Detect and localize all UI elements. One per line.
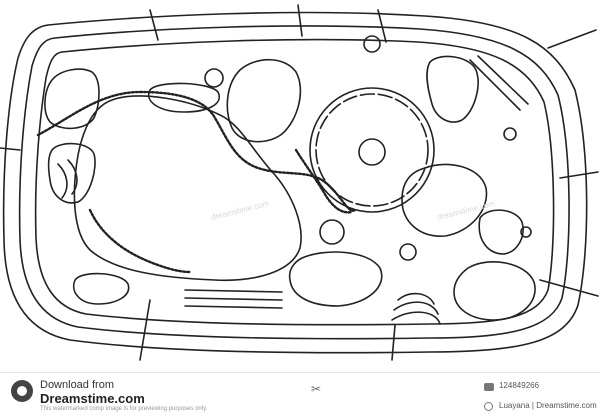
vesicle <box>520 226 532 238</box>
mitochondrion <box>47 142 96 204</box>
wall-line <box>297 4 303 37</box>
vesicle <box>363 35 381 53</box>
vesicle <box>503 127 517 141</box>
central-vacuole <box>73 95 302 282</box>
download-label: Download from <box>40 379 114 391</box>
wall-line <box>377 9 387 43</box>
wall-line <box>139 299 151 361</box>
small-vacuole <box>401 163 488 237</box>
microfilament <box>184 297 283 301</box>
nucleolus <box>358 138 386 166</box>
scissors-icon: ✂ <box>311 382 322 396</box>
microfilament <box>184 289 283 293</box>
rough-er <box>36 90 357 212</box>
chloroplast <box>453 261 536 321</box>
image-credit: Luayana | Dreamstime.com <box>499 401 597 410</box>
mitochondrion <box>478 209 524 255</box>
vesicle <box>399 243 417 261</box>
cell-wall-inner <box>18 25 570 340</box>
microfilament <box>184 305 283 309</box>
copyright-icon <box>484 402 493 411</box>
wall-line <box>547 29 597 49</box>
plant-cell-diagram: dreamstime.com dreamstime.com <box>0 4 599 361</box>
site-name-link[interactable]: Dreamstime.com <box>40 391 145 406</box>
wall-line <box>149 9 159 41</box>
golgi-apparatus <box>393 301 439 315</box>
golgi-apparatus <box>57 163 68 199</box>
vesicle <box>204 68 224 88</box>
footer-bar: Download from Dreamstime.com This waterm… <box>0 372 600 419</box>
nucleus <box>309 87 435 213</box>
nuclear-envelope-inner <box>315 93 429 207</box>
golgi-apparatus <box>397 292 435 305</box>
wall-line <box>559 171 599 179</box>
chloroplast <box>44 68 100 130</box>
mitochondrion <box>73 272 130 305</box>
wall-line <box>0 147 21 151</box>
cell-wall-outer <box>2 11 588 354</box>
rough-er <box>294 148 354 214</box>
watermark-text: dreamstime.com <box>436 199 496 222</box>
mitochondrion <box>426 55 479 123</box>
image-id-icon <box>484 383 494 391</box>
microfilament <box>469 59 521 111</box>
golgi-apparatus <box>391 311 441 325</box>
rough-er <box>88 208 192 274</box>
mitochondrion <box>147 82 221 113</box>
chloroplast <box>226 59 302 143</box>
golgi-apparatus <box>67 159 78 195</box>
watermark-note: This watermarked comp image is for previ… <box>40 406 208 412</box>
vesicle <box>319 219 345 245</box>
wall-line <box>391 324 396 361</box>
watermark-text: dreamstime.com <box>210 199 270 222</box>
chloroplast <box>288 251 383 307</box>
dreamstime-logo-icon <box>11 380 33 402</box>
microfilament <box>477 55 529 105</box>
image-id: 124849266 <box>499 381 540 390</box>
cell-membrane <box>34 38 555 326</box>
wall-line <box>539 279 599 297</box>
